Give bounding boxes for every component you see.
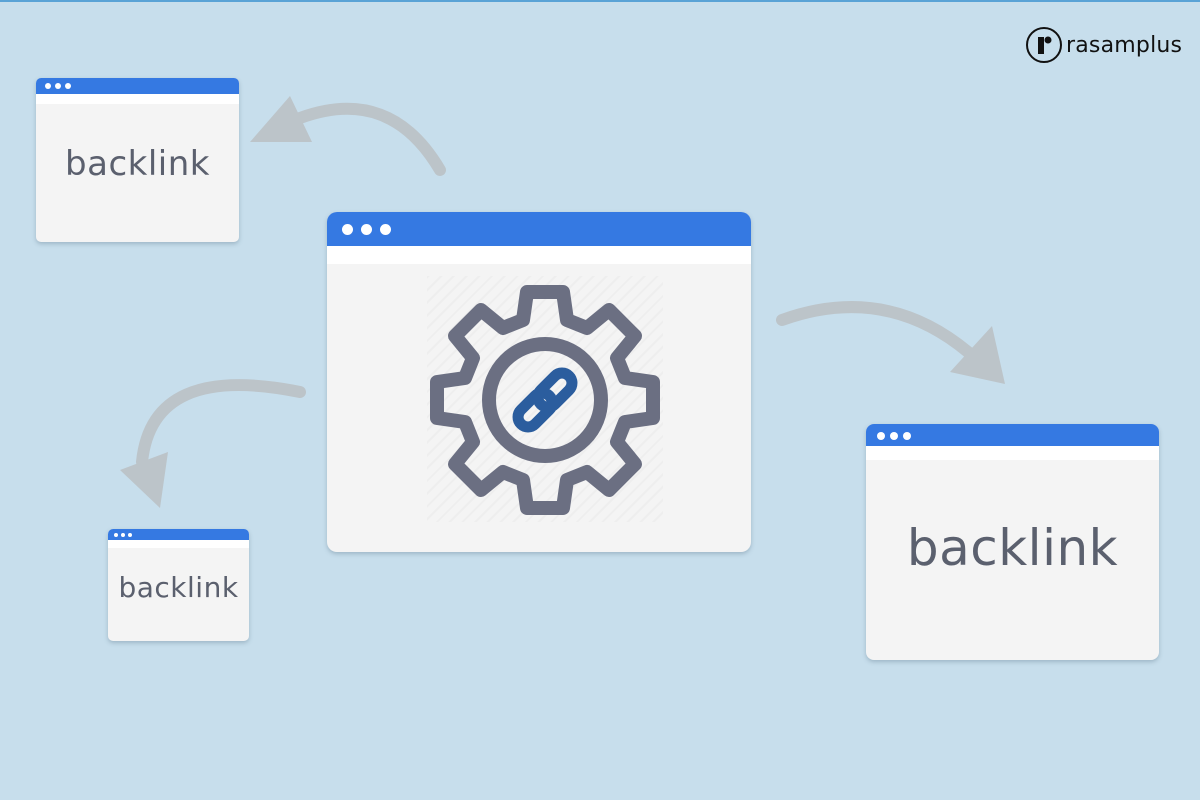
window-dot — [128, 533, 132, 537]
window-dot — [890, 432, 898, 440]
arrow-head-top-left — [250, 96, 312, 142]
arrow-to-top-left-curve — [294, 102, 446, 176]
arrow-to-right-curve — [776, 301, 974, 358]
arrow-head-bottom-left — [120, 452, 168, 508]
backlink-window-right: backlink — [866, 424, 1159, 660]
arrow-head-right — [950, 326, 1005, 384]
window-dot — [342, 224, 353, 235]
window-dot — [121, 533, 125, 537]
window-title-bar — [866, 424, 1159, 446]
top-accent-line — [0, 0, 1200, 2]
backlink-window-bottom-left: backlink — [108, 529, 249, 641]
backlink-label: backlink — [65, 144, 210, 184]
gear-inner-ring-icon — [482, 337, 608, 463]
logo-mark-icon — [1026, 27, 1062, 63]
arrow-to-bottom-left-curve — [136, 379, 306, 468]
window-dot — [380, 224, 391, 235]
gear-outline-icon — [430, 285, 660, 515]
window-title-bar — [327, 212, 751, 246]
backlink-label: backlink — [118, 571, 239, 604]
window-dot — [55, 83, 61, 89]
gear-link-icon — [430, 285, 660, 515]
window-dot — [65, 83, 71, 89]
main-site-window — [327, 212, 751, 552]
window-dot — [45, 83, 51, 89]
backlink-label: backlink — [906, 519, 1119, 577]
window-title-bar — [108, 529, 249, 540]
window-dot — [114, 533, 118, 537]
logo-text: rasamplus — [1066, 33, 1183, 58]
window-title-bar — [36, 78, 239, 94]
window-dot — [361, 224, 372, 235]
window-dot — [877, 432, 885, 440]
backlink-window-top-left: backlink — [36, 78, 239, 242]
window-dot — [903, 432, 911, 440]
chain-link-icon — [512, 367, 578, 433]
